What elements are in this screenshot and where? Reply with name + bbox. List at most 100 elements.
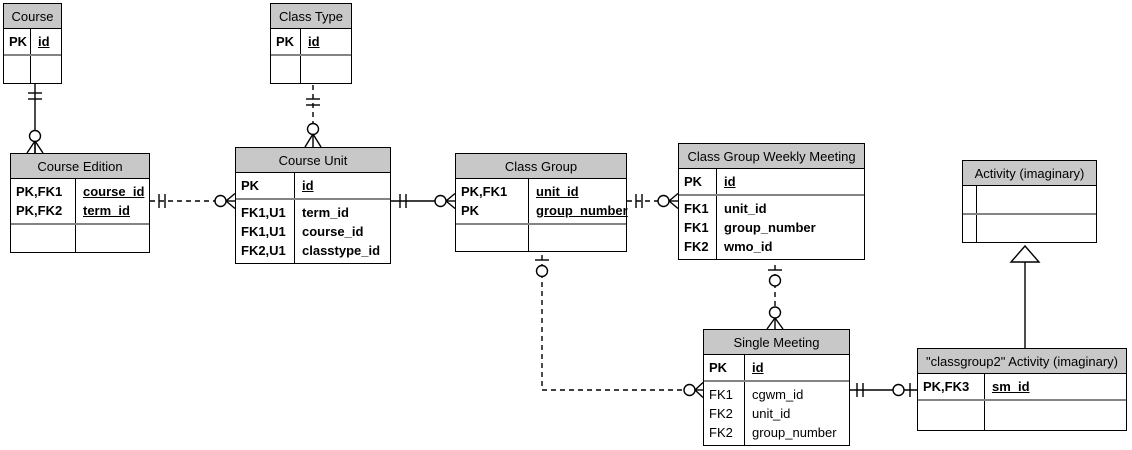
connector-class-group-to-weekly-meeting (627, 192, 679, 210)
entity-course: Course PK id (3, 3, 62, 84)
attributes-section: FK1 cgwm_id FK2 unit_id FK2 group_number (704, 380, 849, 445)
entity-course-edition: Course Edition PK,FK1 course_id PK,FK2 t… (10, 153, 150, 253)
connector-classgroup2-activity-inherits-activity (1009, 244, 1041, 348)
cardinality-exactly-one-icon (306, 98, 320, 106)
key-designator: PK (684, 174, 703, 189)
attribute-name: unit_id (724, 201, 767, 216)
cardinality-zero-or-many-icon (434, 192, 456, 210)
entity-title: Course Unit (236, 148, 390, 173)
attribute-row: PK id (271, 32, 351, 51)
primary-key-section: PK id (4, 29, 61, 54)
attribute-name: course_id (83, 184, 145, 199)
key-designator: FK1,U1 (241, 205, 286, 220)
attribute-row: FK2 group_number (704, 423, 849, 442)
connector-class-group-to-single-meeting (535, 255, 704, 399)
key-designator: PK (9, 34, 28, 49)
entity-course-unit: Course Unit PK id FK1,U1 term_id FK1,U1 … (235, 147, 391, 264)
entity-class-group-weekly-meeting: Class Group Weekly Meeting PK id FK1 uni… (678, 143, 865, 260)
attributes-section: FK1,U1 term_id FK1,U1 course_id FK2,U1 c… (236, 198, 390, 263)
key-designator: PK (276, 34, 295, 49)
cardinality-zero-or-one-icon (535, 259, 549, 278)
cardinality-zero-or-many-icon (766, 306, 784, 330)
cardinality-zero-or-many-icon (304, 122, 322, 148)
attribute-row: FK1 unit_id (679, 199, 864, 218)
attribute-name: group_number (752, 425, 837, 440)
key-designator: PK (461, 203, 480, 218)
attributes-section: FK1 unit_id FK1 group_number FK2 wmo_id (679, 194, 864, 259)
key-designator: FK1 (709, 387, 733, 402)
attribute-name: group_number (536, 203, 628, 218)
primary-key-section: PK,FK1 course_id PK,FK2 term_id (11, 179, 149, 223)
attribute-name: cgwm_id (752, 387, 804, 402)
attribute-name: group_number (724, 220, 816, 235)
attribute-name: id (724, 174, 736, 189)
connector-course-unit-to-class-group (391, 192, 456, 210)
cardinality-exactly-one-icon (158, 194, 166, 208)
primary-key-section: PK id (236, 173, 390, 198)
attribute-row: PK id (236, 176, 390, 195)
entity-class-group: Class Group PK,FK1 unit_id PK group_numb… (455, 153, 628, 252)
attribute-name: id (38, 34, 50, 49)
entity-title: Class Group (456, 154, 626, 179)
entity-class-type: Class Type PK id (270, 3, 352, 84)
cardinality-zero-or-many-icon (26, 129, 44, 154)
attribute-row: PK,FK1 course_id (11, 182, 149, 201)
cardinality-exactly-one-icon (399, 194, 407, 208)
entity-activity-imaginary: Activity (imaginary) (962, 160, 1097, 243)
primary-key-section: PK id (679, 169, 864, 194)
connector-course-to-course-edition (26, 84, 44, 154)
entity-title: Activity (imaginary) (963, 161, 1096, 186)
cardinality-zero-or-one-icon (768, 269, 782, 287)
inheritance-arrow-icon (1009, 244, 1041, 263)
primary-key-section: PK,FK1 unit_id PK group_number (456, 179, 628, 223)
attribute-row: FK2 wmo_id (679, 237, 864, 256)
key-designator: PK,FK1 (461, 184, 508, 199)
key-designator: PK (709, 360, 728, 375)
connector-class-type-to-course-unit (304, 85, 322, 148)
attribute-row: FK1,U1 term_id (236, 203, 390, 222)
attributes-section (456, 223, 626, 251)
cardinality-exactly-one-icon (28, 92, 42, 100)
entity-title: Single Meeting (704, 330, 849, 355)
cardinality-exactly-one-icon (635, 194, 643, 208)
attribute-name: unit_id (752, 406, 791, 421)
attributes-section (271, 54, 351, 83)
key-designator: PK (241, 178, 260, 193)
key-designator: FK1 (684, 201, 709, 216)
connector-single-meeting-to-classgroup2-activity (850, 383, 917, 397)
attribute-row: FK1 group_number (679, 218, 864, 237)
entity-classgroup2-activity-imaginary: "classgroup2" Activity (imaginary) PK,FK… (917, 348, 1127, 431)
key-designator: PK,FK2 (16, 203, 63, 218)
attribute-row: PK,FK1 unit_id (456, 182, 626, 201)
entity-title: "classgroup2" Activity (imaginary) (918, 349, 1126, 374)
primary-key-section (963, 186, 1096, 213)
attribute-name: unit_id (536, 184, 579, 199)
attribute-row: PK,FK2 term_id (11, 201, 149, 220)
primary-key-section: PK id (271, 29, 351, 54)
cardinality-zero-or-many-icon (657, 192, 679, 210)
connector-course-edition-to-course-unit (150, 192, 236, 210)
key-designator: FK2 (684, 239, 709, 254)
cardinality-zero-or-many-icon (214, 192, 236, 210)
attribute-row: FK2 unit_id (704, 404, 849, 423)
key-designator: PK,FK1 (16, 184, 63, 199)
key-designator: FK2 (709, 425, 733, 440)
cardinality-exactly-one-icon (856, 383, 864, 397)
attributes-section (918, 399, 1126, 430)
attributes-section (963, 213, 1096, 242)
primary-key-section: PK id (704, 355, 849, 380)
cardinality-zero-or-one-icon (892, 383, 911, 397)
attribute-row: FK1,U1 course_id (236, 222, 390, 241)
entity-title: Class Type (271, 4, 351, 29)
primary-key-section: PK,FK3 sm_id (918, 374, 1126, 399)
key-designator: FK2 (709, 406, 733, 421)
key-designator: FK1,U1 (241, 224, 286, 239)
entity-title: Class Group Weekly Meeting (679, 144, 864, 169)
attribute-name: term_id (302, 205, 349, 220)
attributes-section (11, 223, 149, 252)
entity-title: Course Edition (11, 154, 149, 179)
cardinality-zero-or-many-icon (683, 381, 704, 399)
entity-title: Course (4, 4, 61, 29)
attribute-name: sm_id (992, 379, 1030, 394)
